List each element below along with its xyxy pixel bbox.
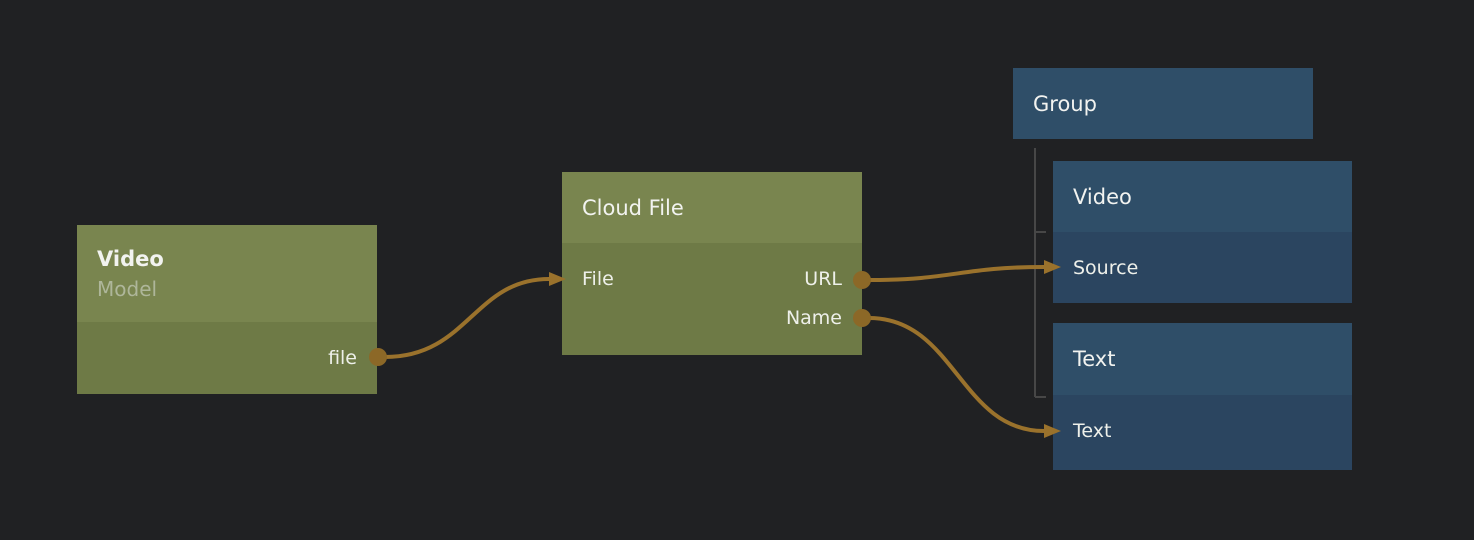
port-label-file-in[interactable]: File (582, 267, 614, 290)
node-subtitle: Model (97, 276, 158, 301)
node-cloud-file-header: Cloud File (562, 172, 862, 243)
port-row-text-in[interactable]: Text (1073, 411, 1332, 450)
edge-url-to-source[interactable] (867, 265, 1046, 282)
port-connector-file-out[interactable] (369, 348, 387, 366)
node-video-child-header: Video (1053, 161, 1352, 232)
port-row-source-in[interactable]: Source (1073, 248, 1332, 287)
node-text-child-header: Text (1053, 323, 1352, 395)
arrowhead-text-text-in[interactable] (1044, 424, 1061, 438)
port-row-file-out[interactable]: file (97, 338, 357, 377)
node-title: Video (97, 246, 164, 271)
node-video-model-body: file (77, 322, 377, 394)
node-title: Video (1073, 184, 1132, 209)
port-label-url-out[interactable]: URL (804, 267, 842, 290)
node-text-child[interactable]: Text Text (1053, 323, 1352, 470)
node-video-child[interactable]: Video Source (1053, 161, 1352, 303)
port-row-name-out[interactable]: Name (582, 298, 842, 337)
edge-name-to-text[interactable] (867, 316, 1046, 433)
arrowhead-video-source-in[interactable] (1044, 260, 1061, 274)
node-title: Group (1033, 91, 1097, 116)
node-cloud-file[interactable]: Cloud File File URL Name (562, 172, 862, 355)
node-video-child-body: Source (1053, 232, 1352, 303)
node-text-child-body: Text (1053, 395, 1352, 470)
node-video-model-header: Video Model (77, 225, 377, 322)
arrowhead-cloudfile-file-in[interactable] (549, 272, 566, 286)
port-label-file: file (328, 346, 357, 369)
node-group[interactable]: Group (1013, 68, 1313, 139)
port-label-text-in: Text (1073, 419, 1112, 442)
node-title: Text (1073, 347, 1116, 371)
port-connector-url-out[interactable] (853, 271, 871, 289)
node-title: Cloud File (582, 195, 684, 220)
node-group-header: Group (1013, 68, 1313, 139)
port-connector-name-out[interactable] (853, 309, 871, 327)
edge-file-to-cloudfile[interactable] (383, 277, 551, 359)
port-label-name-out: Name (785, 306, 842, 329)
node-video-model[interactable]: Video Model file (77, 225, 377, 394)
port-label-source-in: Source (1073, 256, 1139, 279)
node-cloud-file-body: File URL Name (562, 243, 862, 355)
